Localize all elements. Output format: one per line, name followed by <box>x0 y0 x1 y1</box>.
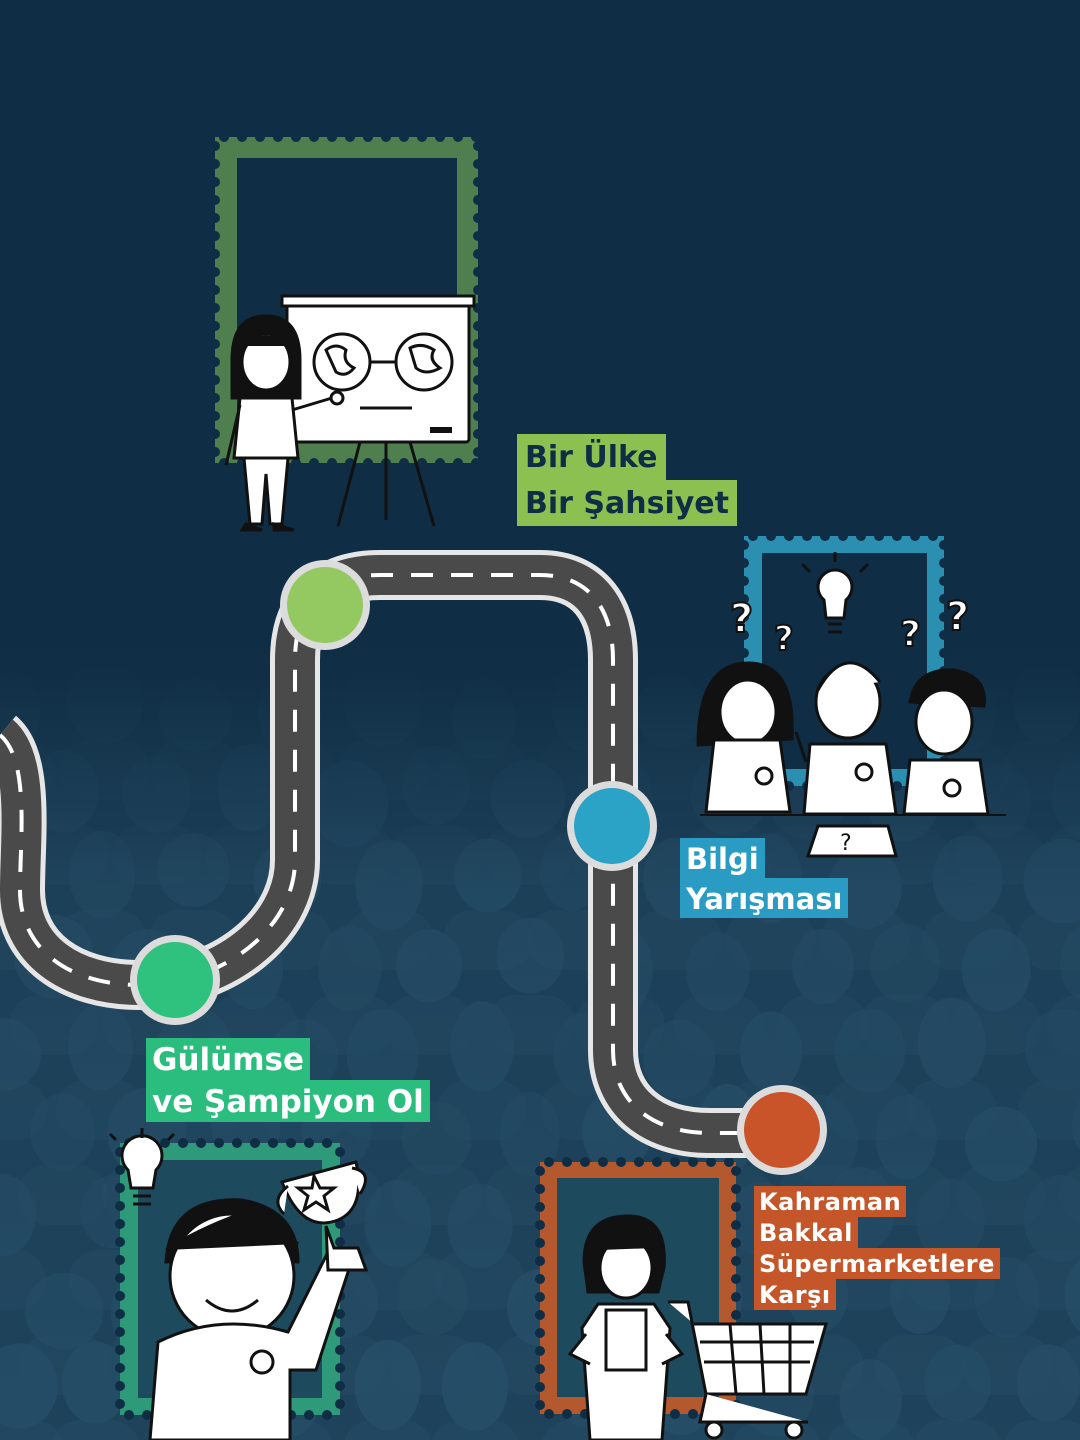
svg-text:?: ? <box>840 831 852 856</box>
label-line: Bir Ülke <box>517 434 666 480</box>
road-path <box>0 550 785 1158</box>
label-line: Bir Şahsiyet <box>517 480 737 526</box>
svg-text:?: ? <box>730 596 753 642</box>
label-kahraman-bakkal: Kahraman Bakkal Süpermarketlere Karşı <box>754 1186 1000 1310</box>
label-line: Bilgi <box>680 838 765 878</box>
svg-text:?: ? <box>946 594 969 640</box>
milestone-dot-bir-ulke <box>280 560 370 650</box>
label-line: Bakkal <box>754 1217 858 1248</box>
quiz-kids-lightbulb-icon: ? ? ? ? ? <box>696 552 1006 858</box>
label-line: Yarışması <box>680 878 849 918</box>
milestone-dot-bilgi <box>567 781 657 871</box>
label-line: Karşı <box>754 1279 836 1310</box>
svg-text:?: ? <box>774 619 794 659</box>
label-gulumse-ve-sampiyon-ol: Gülümse ve Şampiyon Ol <box>146 1038 430 1122</box>
label-bilgi-yarismasi: Bilgi Yarışması <box>680 838 849 918</box>
teacher-globe-board-icon <box>224 294 476 532</box>
label-bir-ulke-bir-sahsiyet: Bir Ülke Bir Şahsiyet <box>517 434 737 526</box>
label-line: Kahraman <box>754 1186 907 1217</box>
label-line: Gülümse <box>146 1038 310 1080</box>
label-line: Süpermarketlere <box>754 1248 1000 1279</box>
milestone-dot-kahraman <box>737 1085 827 1175</box>
shopkeeper-cart-icon <box>567 1214 828 1440</box>
svg-text:?: ? <box>900 614 921 655</box>
boy-trophy-icon <box>108 1128 369 1440</box>
label-line: ve Şampiyon Ol <box>146 1080 430 1122</box>
milestone-dot-gulumse <box>130 935 220 1025</box>
